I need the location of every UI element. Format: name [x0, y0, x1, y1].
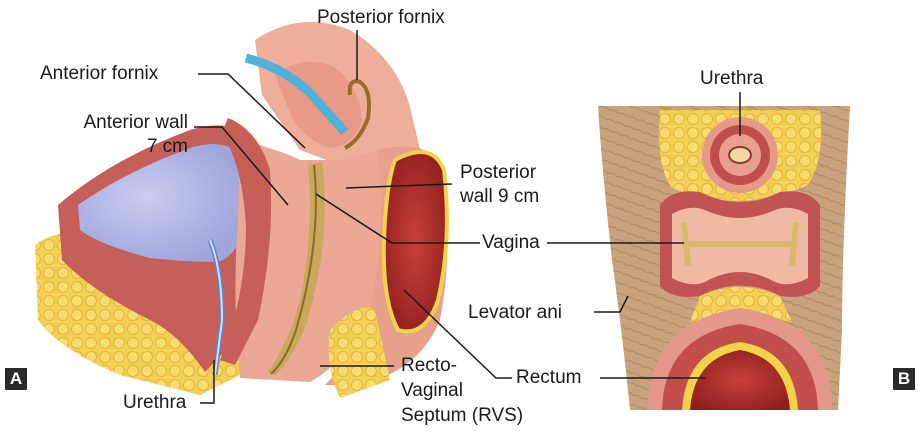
label-anterior-wall: Anterior wall [56, 112, 188, 134]
rectum-a [384, 152, 447, 331]
label-urethra-b: Urethra [700, 68, 763, 90]
panel-b-illustration [598, 106, 850, 410]
label-posterior: Posterior [460, 162, 536, 184]
label-vagina: Vagina [482, 232, 540, 254]
label-recto-line1: Recto- [401, 355, 457, 377]
label-recto-line2: Vaginal [401, 380, 463, 402]
label-urethra-a: Urethra [123, 392, 186, 414]
label-levator-ani: Levator ani [468, 302, 562, 324]
label-rectum: Rectum [516, 367, 581, 389]
urethra-lumen [729, 147, 751, 163]
label-posterior-wall-length: wall 9 cm [460, 186, 539, 208]
label-posterior-fornix: Posterior fornix [317, 7, 445, 29]
label-anterior-fornix: Anterior fornix [40, 63, 158, 85]
panel-tag-a: A [5, 368, 27, 390]
panel-tag-b: B [893, 368, 915, 390]
label-recto-line3: Septum (RVS) [401, 405, 523, 427]
label-anterior-wall-length: 7 cm [56, 136, 188, 158]
